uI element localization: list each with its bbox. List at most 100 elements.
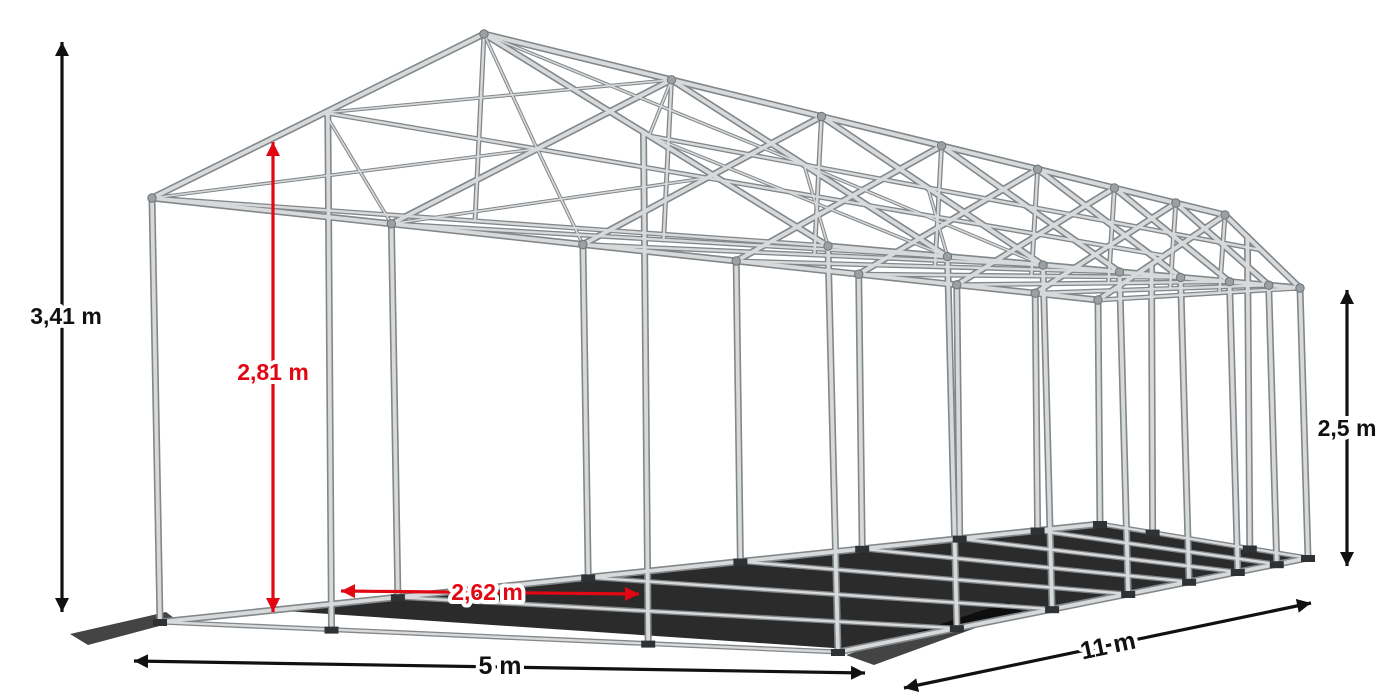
frame-tube-highlight xyxy=(826,244,1302,290)
frame-tube-highlight xyxy=(813,115,823,257)
frame-tube-highlight xyxy=(927,187,949,258)
connector-joint xyxy=(1114,267,1125,277)
frame-tube-highlight xyxy=(151,148,538,199)
frame-tube-highlight xyxy=(323,111,393,225)
frame-tube-highlight xyxy=(1107,186,1116,285)
frame-tube-highlight xyxy=(390,177,708,225)
frame-tube-highlight xyxy=(581,243,1045,267)
base-plate xyxy=(1045,606,1060,614)
frame-tube-highlight xyxy=(647,134,1263,252)
frame-tube-highlight xyxy=(861,547,1191,583)
base-plate xyxy=(581,574,596,582)
connector-joint xyxy=(854,269,864,279)
frame-tube-highlight xyxy=(483,33,805,166)
frame-tube-highlight xyxy=(473,32,486,223)
entrance-width-arrow xyxy=(340,584,640,601)
connector-joint xyxy=(1093,295,1103,305)
frame-tube-highlight xyxy=(1245,234,1252,551)
frame-tube-highlight xyxy=(662,78,673,242)
frame-tube-highlight xyxy=(933,144,943,268)
connector-joint xyxy=(147,193,157,203)
entrance-width-label: 2,62 m xyxy=(451,579,523,605)
base-plate xyxy=(153,619,167,626)
connector-joint xyxy=(666,75,677,85)
dimension-entrance-width: 2,62 m xyxy=(340,575,640,609)
base-plate xyxy=(831,649,845,656)
base-plate xyxy=(1301,555,1315,562)
connector-joint xyxy=(1032,164,1043,174)
base-plate xyxy=(1030,527,1045,535)
base-plate xyxy=(1269,561,1284,569)
connector-joint xyxy=(1171,198,1181,208)
frame-tube-highlight xyxy=(958,537,1239,574)
length-arrow xyxy=(903,599,1312,692)
base-plate xyxy=(641,640,656,648)
connector-joint xyxy=(936,141,947,151)
frame-tube-highlight xyxy=(390,222,949,258)
frame-tube-highlight xyxy=(648,79,673,137)
frame-tube-highlight xyxy=(323,111,1166,257)
entrance-height-label: 2,81 m xyxy=(237,359,309,385)
connector-joint xyxy=(1030,288,1040,298)
base-plate xyxy=(1093,521,1107,528)
frame-tube-highlight xyxy=(1098,522,1310,560)
frame-tube-highlight xyxy=(323,79,673,114)
connector-joint xyxy=(823,241,833,251)
base-plate xyxy=(1182,578,1197,586)
base-plate xyxy=(324,626,339,634)
dimension-total-height: 3,41 m xyxy=(26,42,106,612)
connector-joint xyxy=(731,256,741,266)
frame-tube-highlight xyxy=(955,280,1231,286)
tent-frame-wireframe xyxy=(147,29,1315,656)
frame-tube-highlight xyxy=(396,596,959,630)
frame-tube-highlight xyxy=(150,196,1100,302)
frame-tube-highlight xyxy=(1096,286,1302,302)
connectors xyxy=(147,29,1315,656)
connector-joint xyxy=(1175,272,1186,283)
connector-joint xyxy=(816,111,827,122)
frame-tube-highlight xyxy=(325,109,334,632)
frame-tube-highlight xyxy=(483,33,538,150)
base-plate xyxy=(390,594,405,602)
connector-joint xyxy=(479,29,489,39)
frame-tube-highlight xyxy=(158,620,840,654)
connector-joint xyxy=(1224,277,1235,287)
base-plate xyxy=(855,545,870,553)
base-plate xyxy=(1242,545,1257,553)
length-label: 11 m xyxy=(1078,627,1138,666)
base-plate xyxy=(1230,569,1245,576)
width-arrow xyxy=(133,654,866,680)
dimension-side-height: 2,5 m xyxy=(1314,290,1380,566)
total-height-label: 3,41 m xyxy=(30,303,102,329)
frame-tube-highlight xyxy=(648,135,949,258)
dimension-entrance-height: 2,81 m xyxy=(233,142,313,612)
frame-tube-highlight xyxy=(1030,168,1039,278)
shadow-polygon xyxy=(70,612,178,645)
width-label: 5 m xyxy=(478,652,521,680)
frame-tube-highlight xyxy=(1149,262,1155,535)
dimension-width: 5 m xyxy=(133,648,866,684)
connector-joint xyxy=(1038,260,1048,270)
frame-tube-highlight xyxy=(803,163,1044,266)
frame-tube-highlight xyxy=(536,148,584,246)
base-plate xyxy=(949,625,964,633)
frame-tube-highlight xyxy=(735,259,1121,274)
connector-joint xyxy=(386,219,397,229)
frame-tube-highlight xyxy=(482,32,1227,217)
connector-joint xyxy=(1220,210,1230,220)
base-plate xyxy=(1121,591,1136,598)
frame-tube-highlight xyxy=(739,560,1130,596)
frame-tube-highlight xyxy=(1036,529,1278,566)
base-plate xyxy=(952,535,967,543)
connector-joint xyxy=(1109,183,1120,193)
frame-tube-highlight xyxy=(803,163,829,247)
base-plate xyxy=(1145,529,1160,537)
connector-joint xyxy=(578,239,588,250)
frame-tube-highlight xyxy=(857,273,1182,279)
connector-joint xyxy=(952,280,962,290)
frame-tube-highlight xyxy=(641,130,651,646)
frame-tube-highlight xyxy=(150,196,830,248)
frame-tube-highlight xyxy=(1168,201,1177,290)
